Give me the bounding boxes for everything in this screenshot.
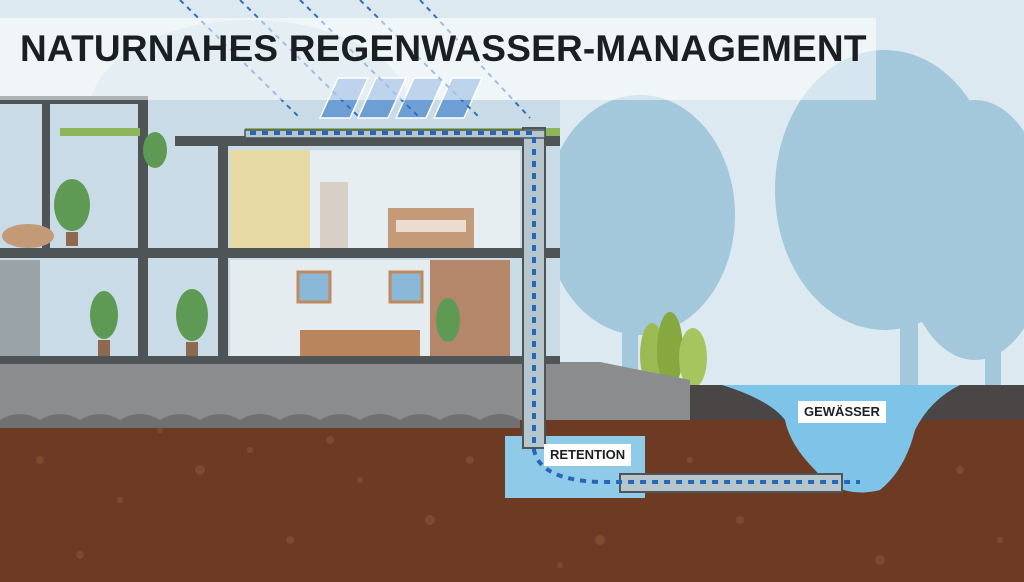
sofa <box>2 224 54 248</box>
brick-wall <box>0 260 40 360</box>
retention-label: RETENTION <box>544 444 632 466</box>
bathroom-wall <box>230 150 310 250</box>
page-title: NATURNAHES REGENWASSER-MANAGEMENT <box>20 28 867 69</box>
water-body <box>722 385 960 493</box>
house <box>0 96 560 364</box>
water-flow <box>250 131 860 484</box>
title-band <box>0 18 876 100</box>
kitchen <box>300 330 420 358</box>
bushes <box>640 312 707 388</box>
soil-texture <box>36 427 1003 568</box>
ground-base <box>0 362 690 420</box>
water-body-label: GEWÄSSER <box>798 401 886 423</box>
gravel-layer <box>0 414 520 428</box>
house-plants <box>54 132 460 342</box>
